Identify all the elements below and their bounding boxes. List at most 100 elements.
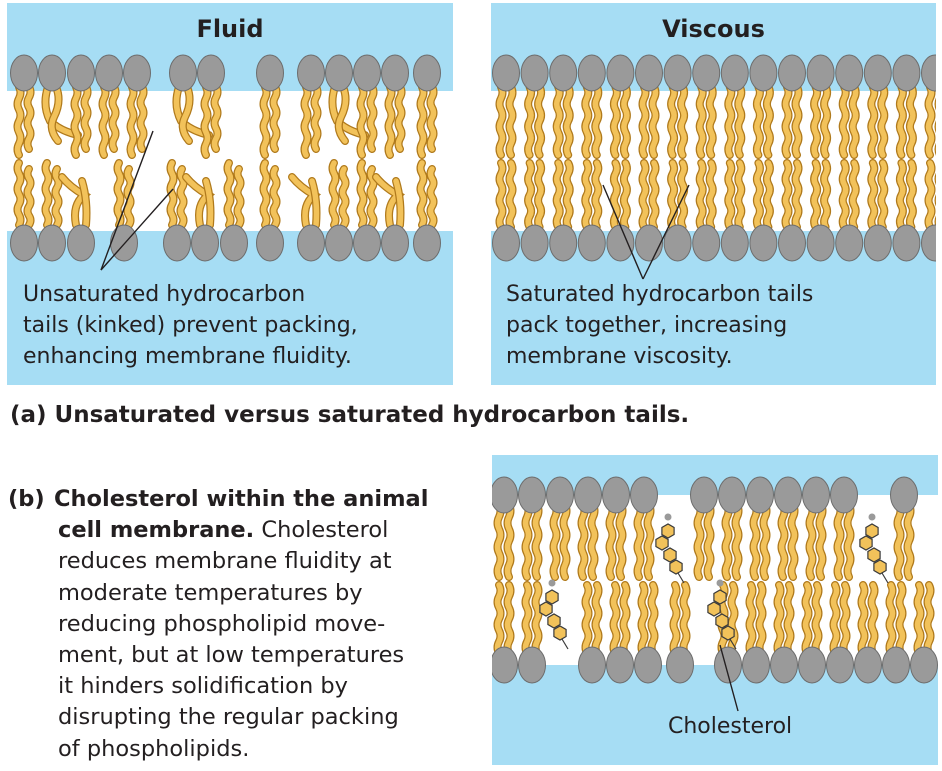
phospholipid-head	[798, 646, 826, 684]
hydrocarbon-tail	[201, 84, 211, 158]
phospholipid-head	[577, 54, 606, 92]
hydrocarbon-tail	[395, 84, 405, 152]
cholesterol-molecule	[707, 579, 737, 650]
phospholipid-head	[835, 54, 864, 92]
hydrocarbon-tail	[427, 84, 437, 152]
hydrocarbon-tail	[563, 160, 573, 230]
hydrocarbon-tail	[532, 582, 542, 656]
phospholipid-head	[778, 224, 806, 262]
phospholipid-head	[163, 224, 191, 262]
hydrocarbon-tail	[367, 84, 377, 152]
hydrocarbon-tail	[764, 160, 773, 230]
phospholipid-head	[830, 476, 858, 514]
hydrocarbon-tail	[393, 178, 404, 228]
caption-b-line-7: of phospholipids.	[58, 735, 250, 762]
phospholipid-head	[353, 224, 381, 262]
hydrocarbon-tail	[616, 502, 626, 580]
hydrocarbon-tail	[588, 502, 598, 580]
fluid-membrane-illustration	[7, 54, 453, 271]
phospholipid-head	[770, 646, 798, 684]
phospholipid-head	[826, 646, 854, 684]
phospholipid-head	[381, 224, 409, 262]
hydrocarbon-tail	[525, 160, 534, 230]
hydrocarbon-tail	[849, 84, 859, 158]
phospholipid-head	[123, 54, 151, 92]
hydrocarbon-tail	[639, 84, 649, 158]
hydrocarbon-tail	[706, 84, 716, 158]
phospholipid-head	[577, 224, 606, 262]
phospholipid-head	[921, 224, 936, 262]
hydrocarbon-tail	[897, 160, 906, 230]
hydrocarbon-tail	[894, 502, 904, 580]
cholesterol-membrane-illustration	[492, 476, 938, 712]
caption-b: (b)Cholesterol within the animal cell me…	[8, 484, 460, 765]
phospholipid-head	[749, 54, 778, 92]
hydrocarbon-tail	[578, 502, 588, 580]
hydrocarbon-tail	[704, 502, 714, 580]
hydrocarbon-tail	[14, 84, 24, 158]
viscous-pointer-line	[602, 184, 644, 280]
hydrocarbon-tail	[367, 166, 377, 228]
hydrocarbon-tail	[784, 582, 794, 656]
hydrocarbon-tail	[309, 178, 320, 228]
hydrocarbon-tail	[24, 84, 34, 152]
phospholipid-head	[574, 476, 602, 514]
hydrocarbon-tail	[525, 84, 534, 158]
fluid-title: Fluid	[196, 15, 264, 43]
hydrocarbon-tail	[924, 582, 934, 656]
phospholipid-head	[518, 646, 546, 684]
phospholipid-head	[492, 54, 520, 92]
phospholipid-head	[549, 54, 578, 92]
caption-b-title-1: Cholesterol within the animal	[54, 486, 429, 512]
hydrocarbon-tail	[582, 582, 592, 656]
hydrocarbon-tail	[611, 84, 620, 158]
hydrocarbon-tail	[620, 582, 630, 656]
hydrocarbon-tail	[357, 84, 367, 158]
phospholipid-head	[546, 476, 574, 514]
hydrocarbon-tail	[678, 160, 687, 230]
hydrocarbon-tail	[806, 502, 816, 580]
hydrocarbon-tail	[260, 84, 270, 158]
hydrocarbon-tail	[886, 582, 896, 656]
phospholipid-head	[634, 646, 662, 684]
hydrocarbon-tail	[648, 582, 658, 656]
phospholipid-head	[630, 476, 658, 514]
hydrocarbon-tail	[417, 84, 427, 158]
viscous-membrane-illustration	[491, 54, 936, 280]
hydrocarbon-tail	[109, 84, 119, 152]
phospholipid-head	[518, 476, 546, 514]
cholesterol-molecule	[539, 579, 569, 650]
hydrocarbon-tail	[301, 84, 311, 158]
hydrocarbon-tail	[553, 84, 563, 158]
hydrocarbon-tail	[427, 166, 437, 228]
phospholipid-head	[606, 224, 635, 262]
phospholipid-head	[663, 54, 692, 92]
phospholipid-head	[256, 224, 284, 262]
hydrocarbon-tail	[417, 160, 427, 228]
cholesterol-molecule	[859, 513, 889, 584]
hydrocarbon-tail	[858, 582, 868, 656]
phospholipid-head	[606, 646, 634, 684]
phospholipid-head	[921, 54, 936, 92]
caption-b-title-2: cell membrane.	[58, 517, 255, 544]
cholesterol-panel: Cholesterol	[492, 455, 938, 765]
hydrocarbon-tail	[788, 502, 798, 580]
phospholipid-head	[67, 54, 95, 92]
hydrocarbon-tail	[522, 582, 532, 656]
hydrocarbon-tail	[840, 582, 850, 656]
phospholipid-head	[635, 54, 663, 92]
phospholipid-head	[492, 476, 518, 514]
phospholipid-head	[720, 54, 749, 92]
phospholipid-head	[806, 224, 835, 262]
hydrocarbon-tail	[532, 502, 542, 580]
phospholipid-head	[10, 54, 38, 92]
hydrocarbon-tail	[782, 84, 792, 158]
hydrocarbon-tail	[754, 84, 763, 158]
hydrocarbon-tail	[522, 502, 532, 580]
hydrocarbon-tail	[802, 582, 812, 656]
cholesterol-molecule	[655, 513, 685, 584]
hydrocarbon-tail	[311, 84, 321, 152]
hydrocarbon-tail	[535, 160, 544, 230]
viscous-pointer-line	[642, 184, 690, 280]
phospholipid-head	[38, 224, 66, 262]
